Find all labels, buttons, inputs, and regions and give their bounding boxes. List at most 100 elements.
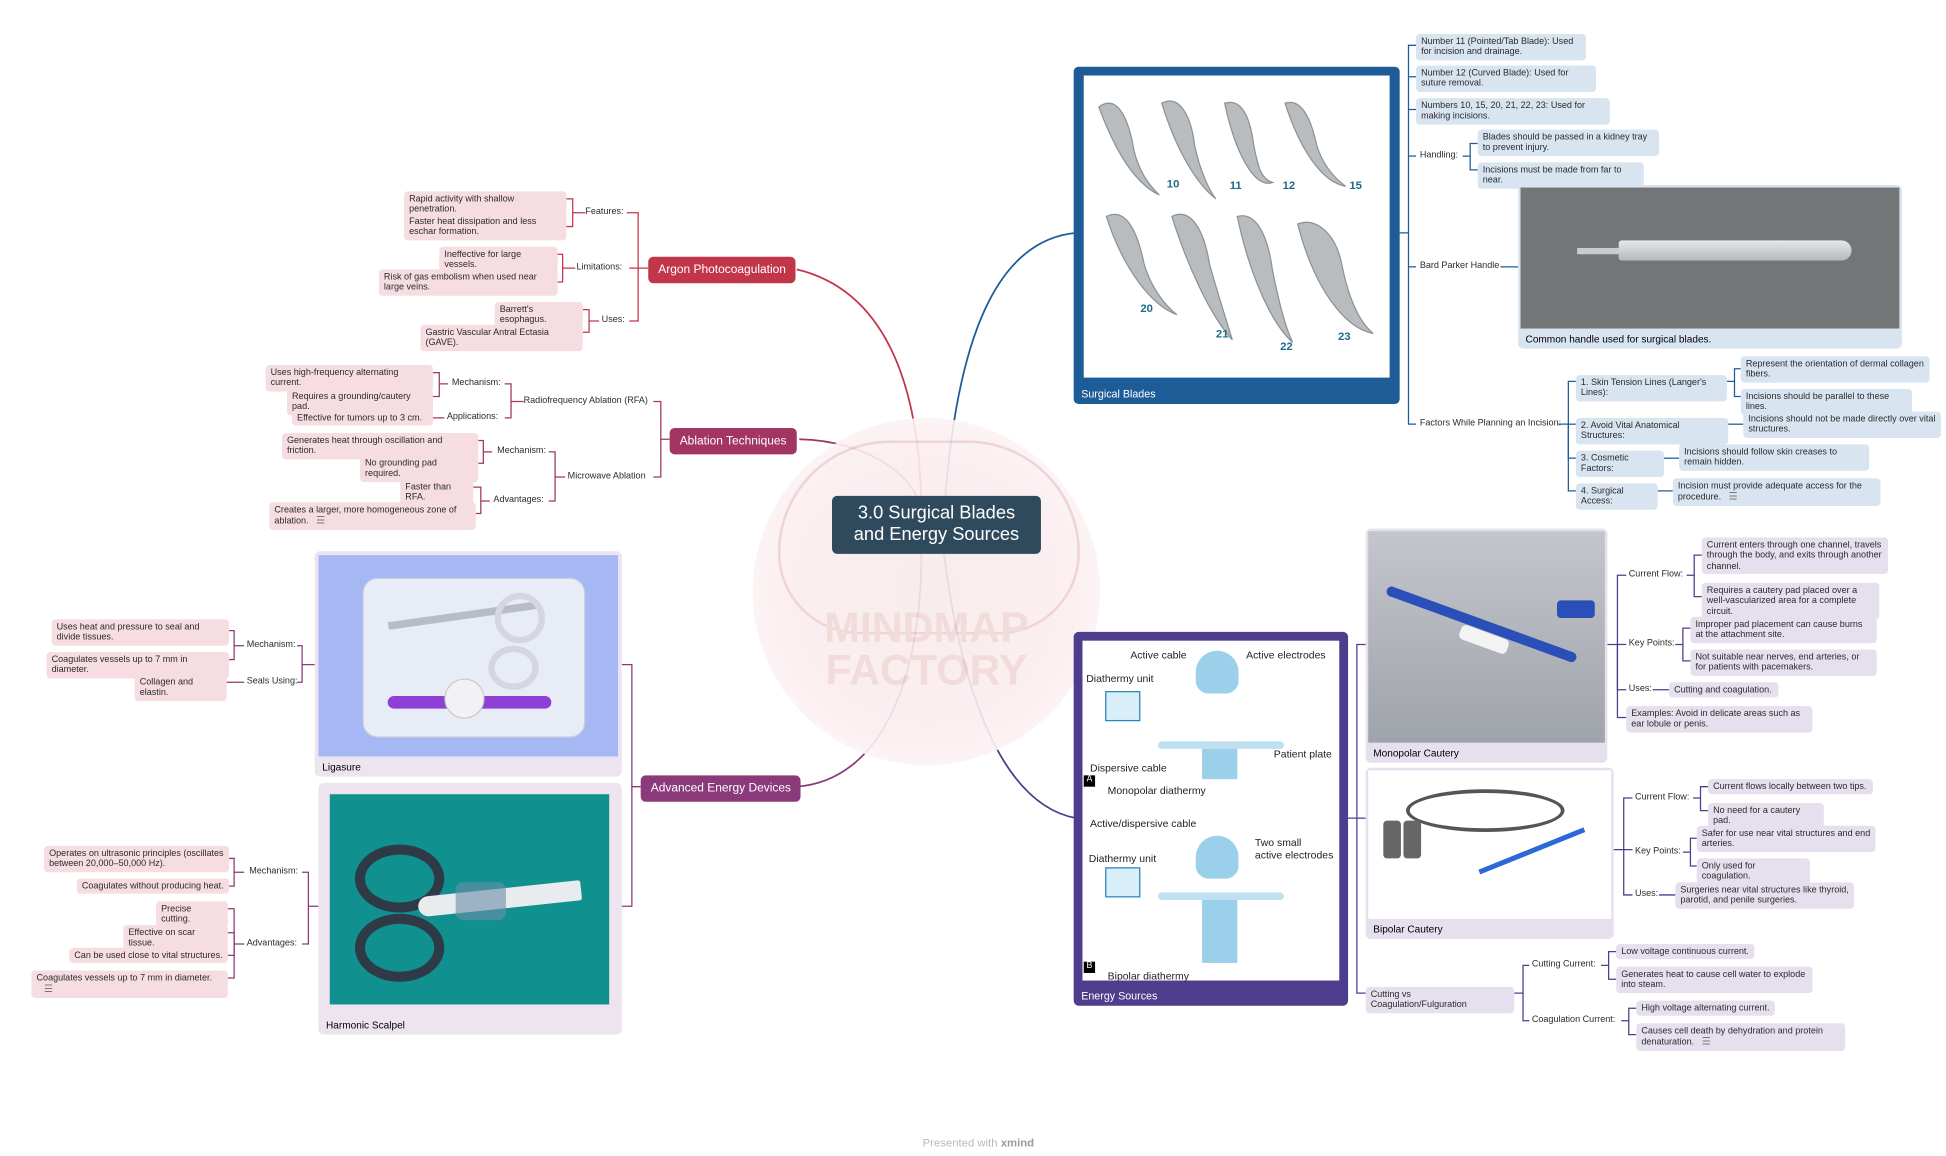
monopolar-current-2[interactable]: Requires a cautery pad placed over a wel… xyxy=(1701,582,1880,620)
factor-1-label[interactable]: 1. Skin Tension Lines (Langer's Lines): xyxy=(1575,375,1727,401)
ligasure-mechanism-label[interactable]: Mechanism: xyxy=(246,638,296,650)
advanced-topic[interactable]: Advanced Energy Devices xyxy=(640,775,802,802)
energy-sources-caption: Energy Sources xyxy=(1081,989,1158,1002)
energy-sources-card[interactable]: Active cable Active electrodes Diathermy… xyxy=(1073,631,1349,1006)
argon-limitation-2[interactable]: Risk of gas embolism when used near larg… xyxy=(378,269,558,296)
cutting-current-label[interactable]: Cutting Current: xyxy=(1531,957,1596,970)
bipolar-keypoints-label[interactable]: Key Points: xyxy=(1635,844,1681,856)
ligasure-caption: Ligasure xyxy=(322,761,361,773)
ligasure-seal-1[interactable]: Collagen and elastin. xyxy=(134,674,227,701)
harmonic-advantages-label[interactable]: Advantages: xyxy=(246,936,298,948)
argon-limitations-label[interactable]: Limitations: xyxy=(576,260,623,272)
monopolar-caption: Monopolar Cautery xyxy=(1373,747,1459,759)
harmonic-mechanism-label[interactable]: Mechanism: xyxy=(249,864,298,877)
factor-2-label[interactable]: 2. Avoid Vital Anatomical Structures: xyxy=(1575,417,1729,444)
handling-item-2[interactable]: Incisions must be made from far to near. xyxy=(1477,162,1644,189)
incision-factors-label[interactable]: Factors While Planning an Incision: xyxy=(1419,416,1562,428)
watermark: MINDMAP FACTORY xyxy=(752,417,1101,766)
bipolar-image xyxy=(1368,770,1612,919)
factor-2-item-1[interactable]: Incisions should not be made directly ov… xyxy=(1743,411,1941,438)
mwa-mechanism-label[interactable]: Mechanism: xyxy=(497,444,546,456)
rfa-label[interactable]: Radiofrequency Ablation (RFA) xyxy=(523,393,648,406)
monopolar-use-1[interactable]: Cutting and coagulation. xyxy=(1669,682,1779,698)
mwa-mech-2[interactable]: No grounding pad required. xyxy=(359,455,479,482)
monopolar-current-1[interactable]: Current enters through one channel, trav… xyxy=(1701,537,1889,574)
monopolar-uses-label[interactable]: Uses: xyxy=(1628,682,1652,694)
bipolar-uses-label[interactable]: Uses: xyxy=(1635,887,1659,899)
factor-4-item-1[interactable]: Incision must provide adequate access fo… xyxy=(1672,478,1881,506)
mwa-advantages-label[interactable]: Advantages: xyxy=(493,493,544,505)
note-icon[interactable]: ☰ xyxy=(1701,1036,1711,1048)
bipolar-current-1[interactable]: Current flows locally between two tips. xyxy=(1708,779,1873,795)
bard-parker-label[interactable]: Bard Parker Handle xyxy=(1419,259,1500,271)
ligasure-mech-1[interactable]: Uses heat and pressure to seal and divid… xyxy=(51,619,230,646)
argon-feature-1[interactable]: Rapid activity with shallow penetration. xyxy=(404,191,567,218)
harmonic-card[interactable]: Harmonic Scalpel xyxy=(318,782,622,1035)
argon-limitation-1[interactable]: Ineffective for large vessels. xyxy=(439,246,558,273)
handling-item-1[interactable]: Blades should be passed in a kidney tray… xyxy=(1477,129,1659,156)
ligasure-mech-2[interactable]: Coagulates vessels up to 7 mm in diamete… xyxy=(46,652,230,678)
factor-3-item-1[interactable]: Incisions should follow skin creases to … xyxy=(1679,444,1870,471)
monopolar-key-2[interactable]: Not suitable near nerves, end arteries, … xyxy=(1690,649,1877,676)
harmonic-adv-3[interactable]: Can be used close to vital structures. xyxy=(69,947,228,964)
harmonic-adv-4[interactable]: Coagulates vessels up to 7 mm in diamete… xyxy=(31,970,228,998)
coag-current-2[interactable]: Causes cell death by dehydration and pro… xyxy=(1636,1023,1846,1051)
rfa-applications-label[interactable]: Applications: xyxy=(446,410,499,422)
cutting-current-1[interactable]: Low voltage continuous current. xyxy=(1616,944,1755,960)
bipolar-current-2[interactable]: No need for a cautery pad. xyxy=(1708,803,1824,829)
blade-number: 12 xyxy=(1283,180,1296,192)
coag-current-label[interactable]: Coagulation Current: xyxy=(1531,1013,1616,1025)
central-topic[interactable]: 3.0 Surgical Blades and Energy Sources xyxy=(832,495,1041,554)
bipolar-key-2[interactable]: Only used for coagulation. xyxy=(1696,858,1811,885)
monopolar-key-1[interactable]: Improper pad placement can cause burns a… xyxy=(1690,616,1877,643)
blade-number: 21 xyxy=(1216,328,1229,340)
rfa-mech-1[interactable]: Uses high-frequency alternating current. xyxy=(265,365,433,391)
cutting-current-2[interactable]: Generates heat to cause cell water to ex… xyxy=(1616,966,1813,993)
coag-current-1[interactable]: High voltage alternating current. xyxy=(1636,1000,1775,1017)
factor-3-label[interactable]: 3. Cosmetic Factors: xyxy=(1575,450,1665,477)
blade-number: 15 xyxy=(1349,180,1362,192)
bipolar-card[interactable]: Bipolar Cautery xyxy=(1365,767,1614,939)
surgical-blades-card[interactable]: 10 11 12 15 20 21 22 23 Surgical Blades xyxy=(1073,66,1400,405)
blade-item-3[interactable]: Numbers 10, 15, 20, 21, 22, 23: Used for… xyxy=(1416,98,1610,125)
note-icon[interactable]: ☰ xyxy=(316,515,326,527)
ligasure-image xyxy=(318,555,619,757)
mwa-adv-1[interactable]: Faster than RFA. xyxy=(400,479,474,506)
mwa-adv-2[interactable]: Creates a larger, more homogeneous zone … xyxy=(269,502,476,530)
ablation-topic[interactable]: Ablation Techniques xyxy=(669,427,797,455)
rfa-app-1[interactable]: Effective for tumors up to 3 cm. xyxy=(292,410,433,426)
handling-label[interactable]: Handling: xyxy=(1419,148,1459,160)
monopolar-current-label[interactable]: Current Flow: xyxy=(1628,567,1684,580)
harmonic-adv-1[interactable]: Precise cutting. xyxy=(156,901,228,928)
mwa-mech-1[interactable]: Generates heat through oscillation and f… xyxy=(281,432,479,459)
monopolar-keypoints-label[interactable]: Key Points: xyxy=(1628,636,1675,649)
bard-parker-card[interactable]: Common handle used for surgical blades. xyxy=(1517,185,1902,349)
ligasure-card[interactable]: Ligasure xyxy=(314,551,622,777)
blade-item-1[interactable]: Number 11 (Pointed/Tab Blade): Used for … xyxy=(1416,33,1586,60)
factor-1-item-2[interactable]: Incisions should be parallel to these li… xyxy=(1740,388,1912,415)
monopolar-card[interactable]: Monopolar Cautery xyxy=(1365,528,1608,763)
bipolar-use-1[interactable]: Surgeries near vital structures like thy… xyxy=(1675,882,1855,909)
argon-features-label[interactable]: Features: xyxy=(585,205,624,217)
argon-use-1[interactable]: Barrett's esophagus. xyxy=(494,302,583,328)
argon-use-2[interactable]: Gastric Vascular Antral Ectasia (GAVE). xyxy=(420,324,583,351)
blade-item-2[interactable]: Number 12 (Curved Blade): Used for sutur… xyxy=(1416,65,1597,92)
note-icon[interactable]: ☰ xyxy=(44,983,54,995)
note-icon[interactable]: ☰ xyxy=(1728,491,1738,503)
ligasure-seals-label[interactable]: Seals Using: xyxy=(246,674,298,686)
argon-uses-label[interactable]: Uses: xyxy=(601,313,625,325)
mwa-label[interactable]: Microwave Ablation xyxy=(567,469,646,481)
surgical-blades-image: 10 11 12 15 20 21 22 23 xyxy=(1083,75,1390,378)
bipolar-key-1[interactable]: Safer for use near vital structures and … xyxy=(1696,825,1876,852)
factor-4-label[interactable]: 4. Surgical Access: xyxy=(1575,483,1658,510)
rfa-mechanism-label[interactable]: Mechanism: xyxy=(451,376,501,388)
argon-topic[interactable]: Argon Photocoagulation xyxy=(648,256,797,284)
harmonic-mech-2[interactable]: Coagulates without producing heat. xyxy=(76,878,230,895)
monopolar-examples[interactable]: Examples: Avoid in delicate areas such a… xyxy=(1626,706,1813,733)
harmonic-adv-2[interactable]: Effective on scar tissue. xyxy=(123,925,228,952)
harmonic-mech-1[interactable]: Operates on ultrasonic principles (oscil… xyxy=(44,845,230,872)
factor-1-item-1[interactable]: Represent the orientation of dermal coll… xyxy=(1740,356,1930,383)
cutting-vs-coag-label[interactable]: Cutting vs Coagulation/Fulguration xyxy=(1365,986,1515,1013)
bipolar-current-label[interactable]: Current Flow: xyxy=(1635,790,1690,802)
argon-feature-2[interactable]: Faster heat dissipation and less eschar … xyxy=(404,213,567,240)
